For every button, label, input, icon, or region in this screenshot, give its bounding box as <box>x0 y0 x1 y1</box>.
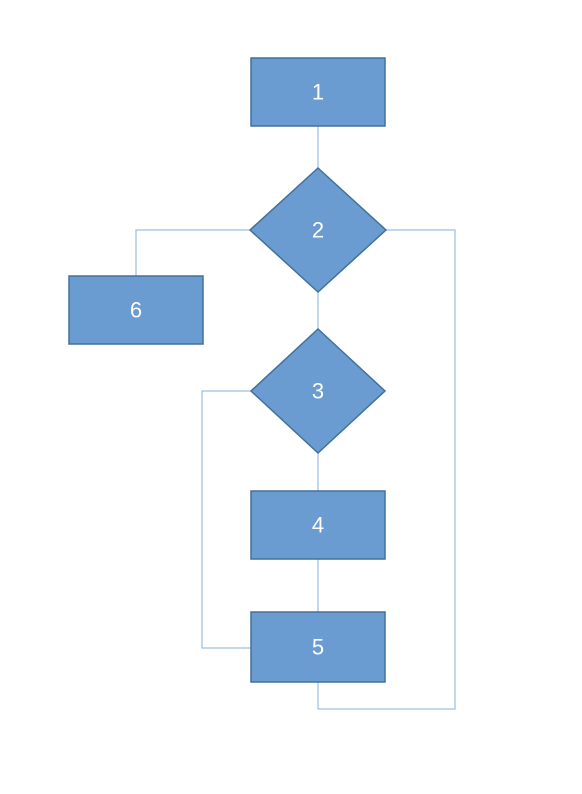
process-box-5 <box>250 611 386 683</box>
decision-diamond-3 <box>249 327 387 455</box>
process-box-6 <box>68 275 204 345</box>
process-node-4: 4 <box>250 490 386 560</box>
node-label-5: 5 <box>312 635 324 660</box>
connector-5-to-2 <box>317 229 456 710</box>
node-layer: 1 2 6 3 4 5 <box>68 57 388 683</box>
node-label-2: 2 <box>312 218 324 243</box>
node-label-1: 1 <box>312 80 324 105</box>
decision-diamond-2 <box>248 166 388 294</box>
decision-node-3: 3 <box>249 327 387 455</box>
connector-layer <box>135 126 456 710</box>
process-box-4 <box>250 490 386 560</box>
process-node-1: 1 <box>250 57 386 127</box>
process-node-5: 5 <box>250 611 386 683</box>
decision-node-2: 2 <box>248 166 388 294</box>
node-label-4: 4 <box>312 513 324 538</box>
process-box-1 <box>250 57 386 127</box>
node-label-6: 6 <box>130 298 142 323</box>
process-node-6: 6 <box>68 275 204 345</box>
connector-2-to-6 <box>135 229 250 276</box>
node-label-3: 3 <box>312 379 324 404</box>
connector-3-to-5 <box>201 390 251 649</box>
